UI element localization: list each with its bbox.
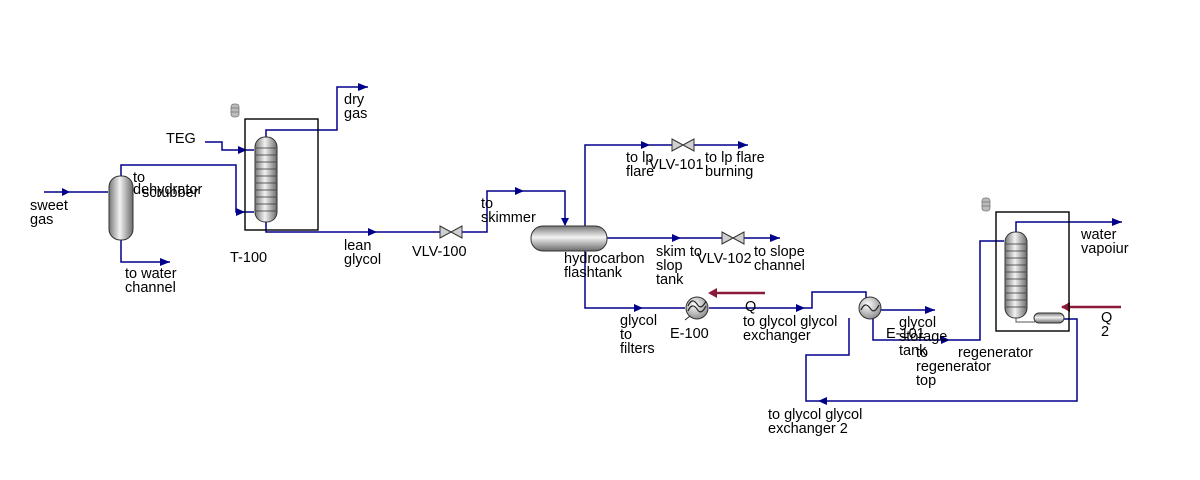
to-water-channel-stream[interactable] <box>120 240 170 263</box>
to-slope-channel-arrow <box>770 234 780 242</box>
t100-label: T-100 <box>230 250 267 266</box>
t100-subflowsheet-box[interactable] <box>244 118 319 231</box>
vlv100-label: VLV-100 <box>412 244 467 260</box>
dry-gas-arrow <box>358 83 368 91</box>
regenerator-subflowsheet-box[interactable] <box>995 211 1070 332</box>
water-vapoiur-arrow <box>1112 218 1122 226</box>
e101-heat-exchanger[interactable] <box>858 296 882 320</box>
t100-column[interactable] <box>254 136 278 223</box>
glycol-to-filters-arrow <box>634 304 643 312</box>
regenerator-label: regenerator <box>958 345 1033 361</box>
glycol-to-filters-stream[interactable] <box>584 250 685 309</box>
glycol-storage-tank-arrow <box>925 306 935 314</box>
q-energy-arrow <box>708 288 717 298</box>
e100-heat-exchanger[interactable] <box>684 296 709 321</box>
to-regenerator-top-stream[interactable] <box>872 240 1004 341</box>
vlv102-label: VLV-102 <box>697 251 752 267</box>
vlv101-valve[interactable] <box>671 138 695 152</box>
dry-gas-stream[interactable] <box>265 86 368 137</box>
to-glycol-exchanger-2-stream[interactable] <box>805 318 1078 402</box>
t100-status-icon <box>230 103 240 118</box>
skim-to-slop-tank-arrow <box>672 234 681 242</box>
lean-glycol-stream[interactable] <box>265 222 440 233</box>
to-glycol-exchanger-arrow <box>796 304 805 312</box>
teg-label: TEG <box>166 131 196 147</box>
to-dehydrator-arrow <box>236 208 245 216</box>
q2-energy-arrow <box>1061 302 1070 312</box>
teg-stream[interactable] <box>205 141 254 151</box>
teg-arrow <box>238 146 247 154</box>
regenerator-status-icon <box>981 197 991 212</box>
regenerator-column[interactable] <box>1004 231 1065 324</box>
to-skimmer-stream[interactable] <box>462 190 566 233</box>
water-vapoiur-stream[interactable] <box>1015 221 1122 232</box>
to-glycol-exchanger-stream[interactable] <box>709 291 867 309</box>
to-scrubber-label: scrubber <box>142 185 199 201</box>
vlv100-valve[interactable] <box>439 225 463 239</box>
to-skimmer-arrow-1 <box>515 187 524 195</box>
to-lp-flare-burning-arrow <box>738 141 748 149</box>
vlv101-label: VLV-101 <box>649 157 704 173</box>
to-lp-flare-arrow <box>641 141 650 149</box>
e101-label: E-101 <box>886 326 925 342</box>
to-regenerator-top-arrow <box>941 336 950 344</box>
vlv102-valve[interactable] <box>721 231 745 245</box>
to-water-channel-arrow <box>160 258 170 266</box>
to-glycol-exchanger-2-arrow <box>818 397 827 405</box>
dehydrator-vessel[interactable] <box>108 175 134 241</box>
q-label: Q <box>745 299 756 315</box>
sweet-gas-arrow <box>62 188 70 196</box>
lean-glycol-arrow <box>368 228 377 236</box>
hydrocarbon-flashtank-vessel[interactable] <box>530 225 608 252</box>
e100-label: E-100 <box>670 326 709 342</box>
to-skimmer-arrow-2 <box>561 218 569 226</box>
